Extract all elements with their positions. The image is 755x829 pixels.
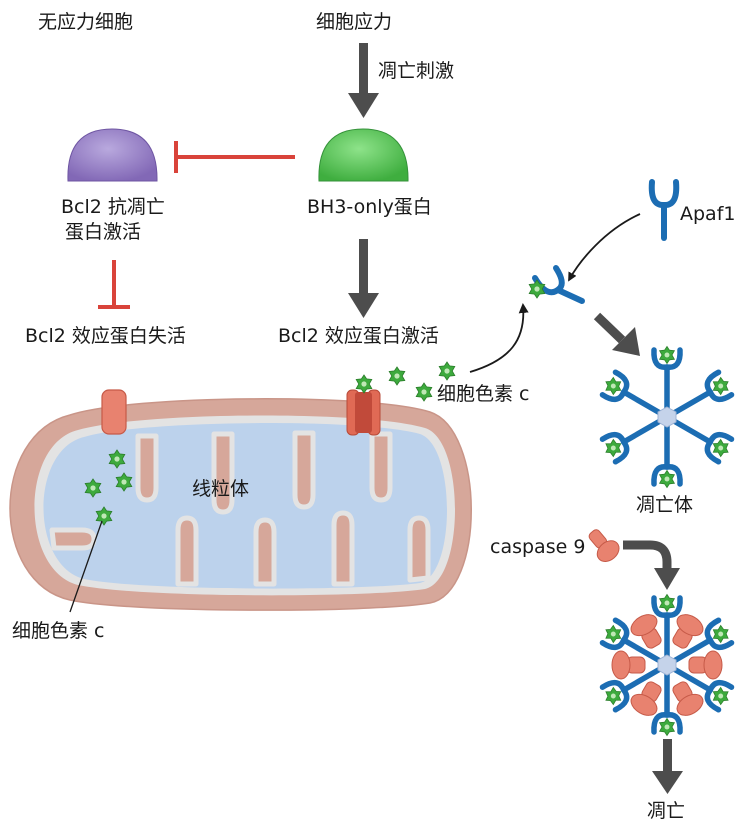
caspase-recruitment-arrow (623, 540, 680, 590)
cytochrome-pointer-line (69, 520, 103, 613)
bcl2-antiapoptotic-protein (67, 128, 158, 182)
activation-arrow (348, 239, 379, 318)
bcl2-activated-label: Bcl2 效应蛋白激活 (278, 325, 439, 347)
bh3-only-protein (318, 128, 409, 182)
stimulus-arrow (348, 43, 379, 118)
caspase9-label: caspase 9 (490, 536, 585, 558)
apaf1-binding-arrow (568, 213, 641, 282)
apoptosome-label: 凋亡体 (636, 494, 693, 516)
bcl2-antiapoptotic-label-line2: 蛋白激活 (65, 221, 141, 243)
cell-stress-label: 细胞应力 (316, 11, 392, 33)
cytochrome-to-apaf1-arrow (469, 303, 529, 373)
apoptosis-label: 凋亡 (647, 800, 685, 822)
bcl2-inactivated-label: Bcl2 效应蛋白失活 (25, 325, 186, 347)
mitochondrion-label: 线粒体 (192, 478, 249, 500)
apaf1-label: Apaf1 (680, 203, 735, 225)
assembly-arrow (593, 312, 640, 356)
caspase9-protein (588, 529, 620, 562)
cytochrome-c-inside-label: 细胞色素 c (12, 620, 105, 642)
apaf1-cytochrome-complex (528, 265, 585, 304)
apoptosome-caspase9-complex (599, 594, 734, 735)
cytochrome-c-released-label: 细胞色素 c (437, 383, 530, 405)
bh3-only-label: BH3-only蛋白 (307, 196, 432, 218)
apoptosis-arrow (652, 739, 683, 794)
no-stress-label: 无应力细胞 (38, 11, 133, 33)
bcl2-membrane-protein (101, 389, 127, 435)
apoptotic-stimulus-label: 凋亡刺激 (378, 60, 454, 82)
inhibition-symbol-bh3 (174, 141, 295, 173)
apoptosome (599, 346, 734, 487)
bcl2-effector-pore (346, 389, 381, 436)
bcl2-antiapoptotic-label-line1: Bcl2 抗凋亡 (61, 196, 165, 218)
inhibition-symbol-bcl2 (98, 260, 130, 309)
apaf1-protein (648, 179, 680, 241)
mitochondrion (9, 398, 472, 611)
